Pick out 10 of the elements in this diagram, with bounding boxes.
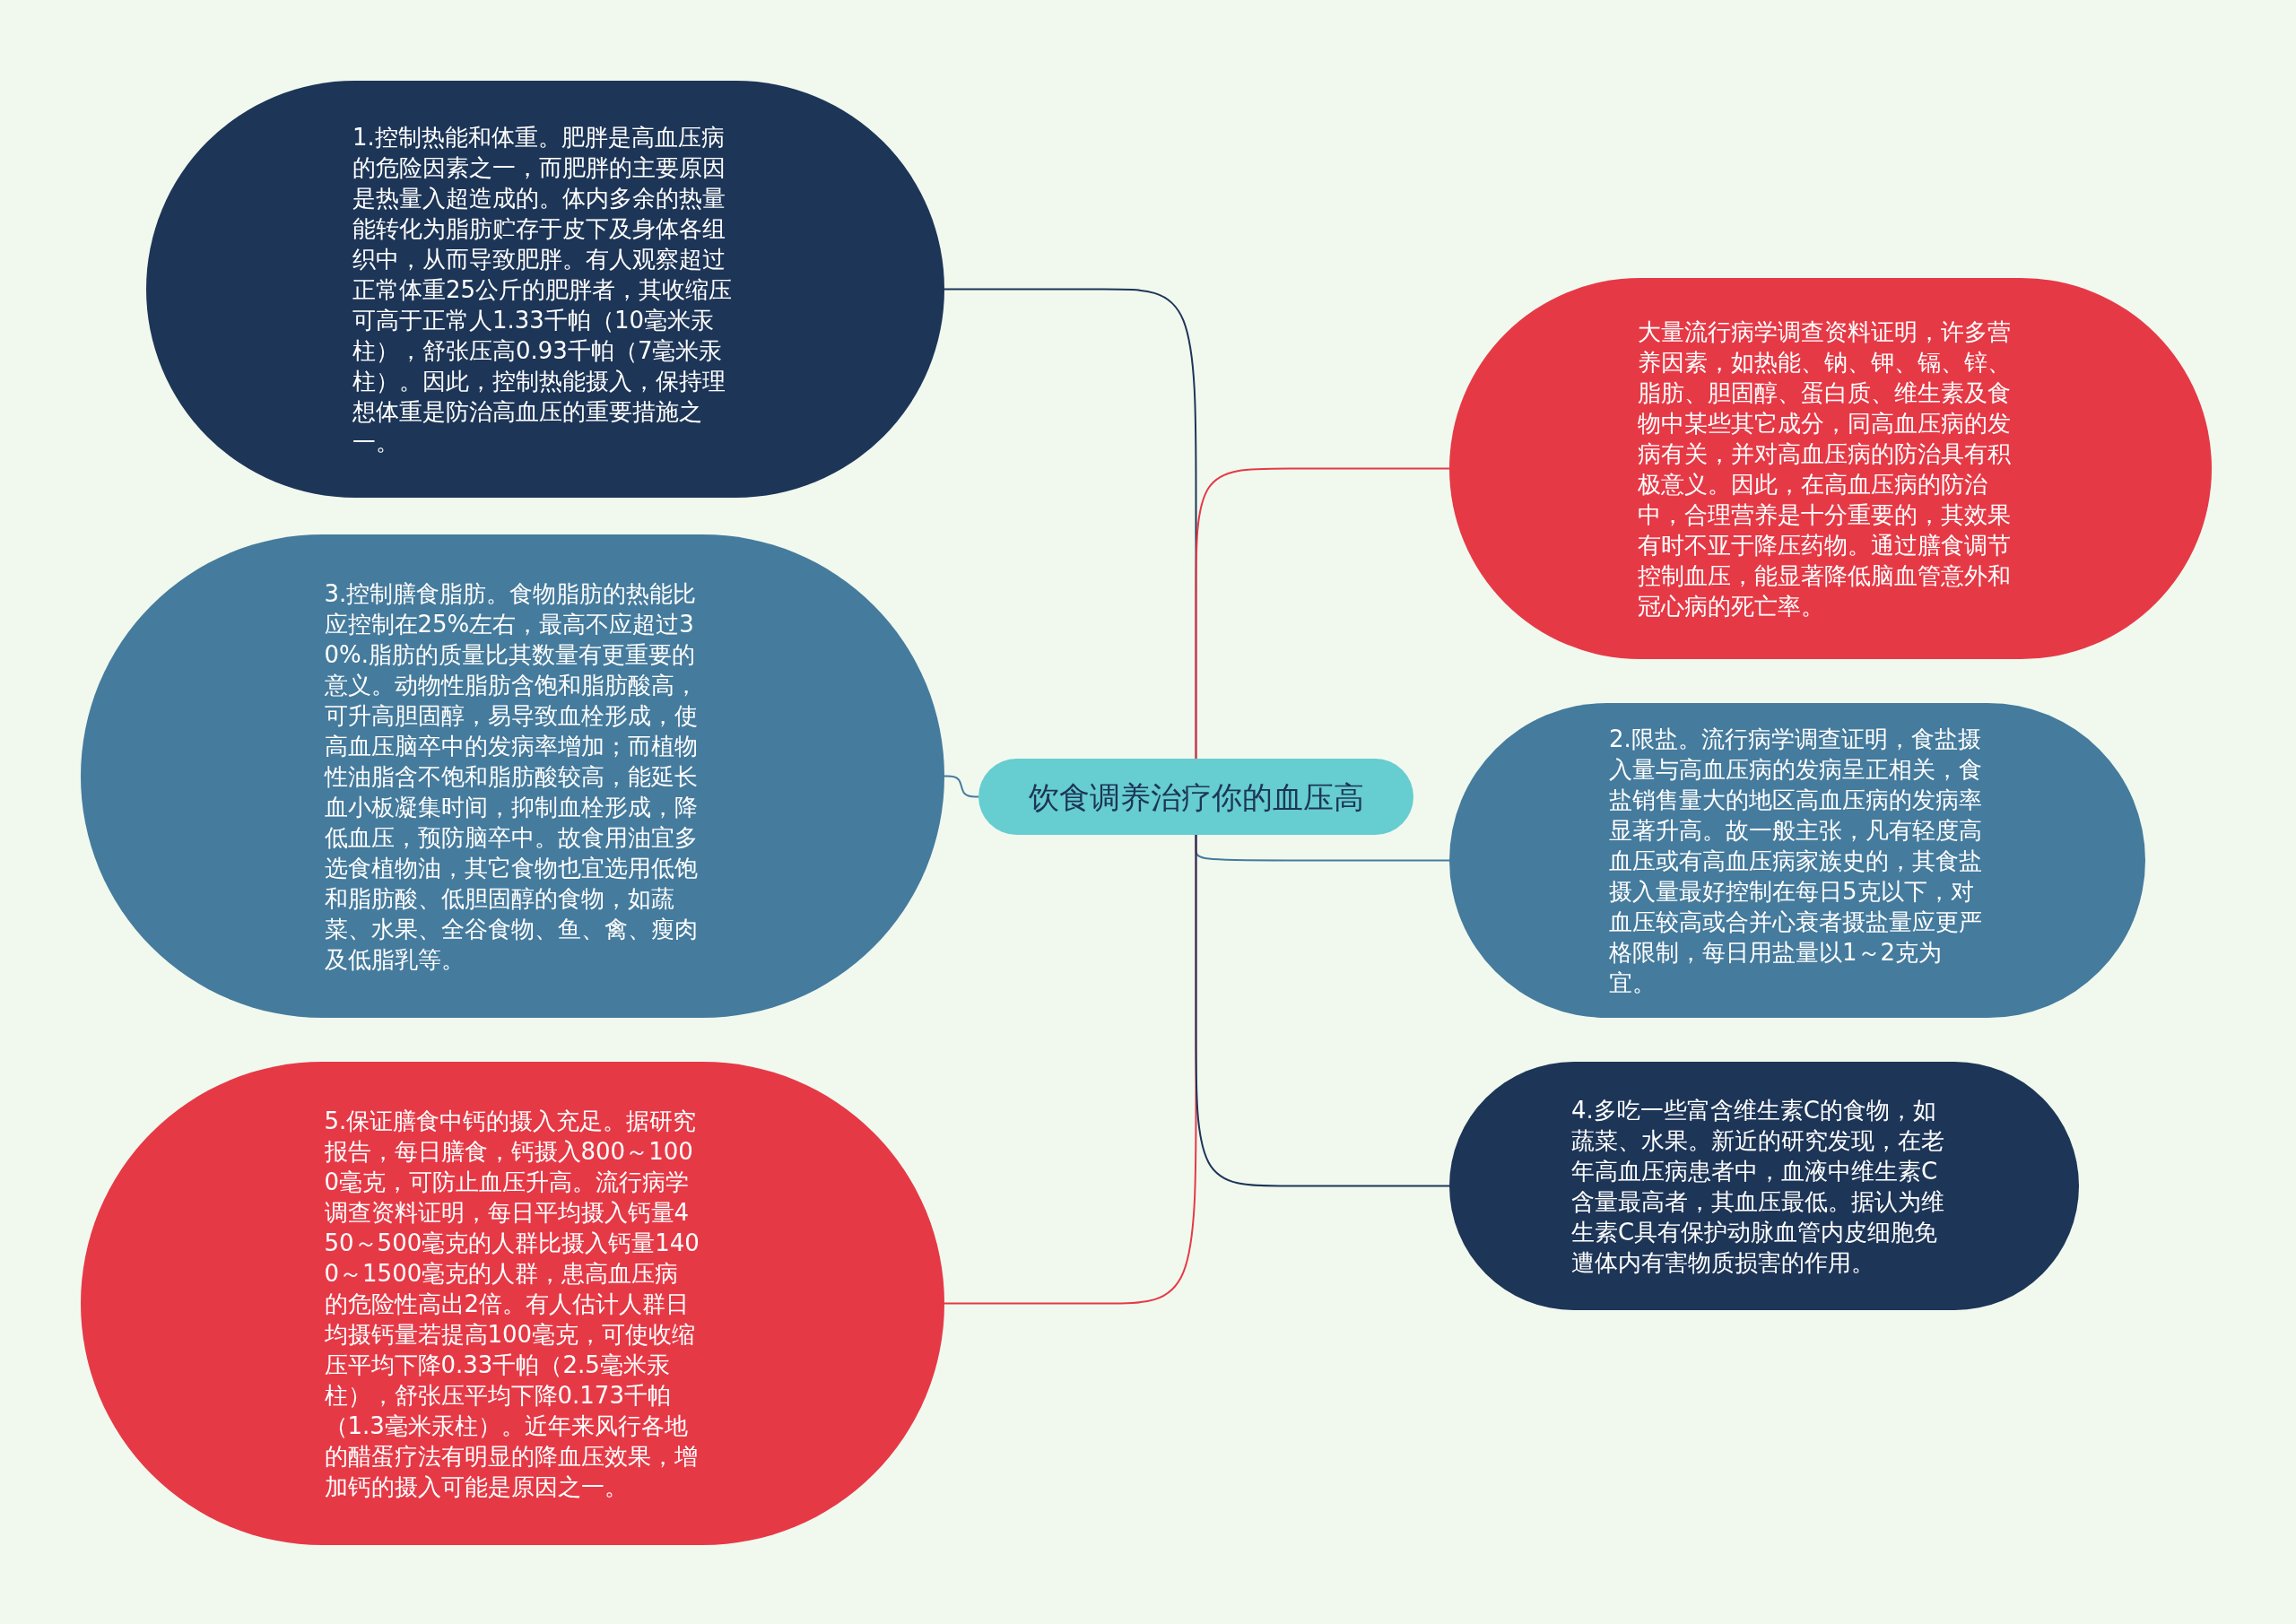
connector-line xyxy=(944,775,979,798)
connector-line xyxy=(1195,834,1450,1187)
topic-text: 3.控制膳食脂肪。食物脂肪的热能比应控制在25%左右，最高不应超过30%.脂肪的质量比其数量有更重要的意义。动物性脂肪含饱和脂肪酸高，可升高胆固醇，易导致血栓形成，使高血压脑卒中的发病率增加；而植物性油脂含不饱和脂肪酸较高，能延长血小板凝集时间，抑制血栓形成，降低血压，预防脑卒中。故食用油宜多选食植物油，其它食物也宜选用低饱和脂肪酸、低胆固醇的食物，如蔬菜、水果、全谷食物、鱼、禽、瘦肉及低脂乳等。 xyxy=(324,578,699,975)
topic-text: 5.保证膳食中钙的摄入充足。据研究报告，每日膳食，钙摄入800～1000毫克，可防止血压升高。流行病学调查资料证明，每日平均摄入钙量450～500毫克的人群比摄入钙量1400～1500毫克的人群，患高血压病的危险性高出2倍。有人估计人群日均摄钙量若提高100毫克，可使收缩压平均下降0.33千帕（2.5毫米汞柱），舒张压平均下降0.173千帕（1.3毫米汞柱）。近年来风行各地的醋蛋疗法有明显的降血压效果，增加钙的摄入可能是原因之一。 xyxy=(324,1106,700,1502)
topic-text: 4.多吃一些富含维生素C的食物，如蔬菜、水果。新近的研究发现，在老年高血压病患者中，血液中维生素C含量最高者，其血压最低。据认为维生素C具有保护动脉血管内皮细胞免遭体内有害物质损害的作用。 xyxy=(1571,1095,1945,1278)
topic-text: 大量流行病学调查资料证明，许多营养因素，如热能、钠、钾、镉、锌、脂肪、胆固醇、蛋白质、维生素及食物中某些其它成分，同高血压病的发病有关，并对高血压病的防治具有积极意义。因此，在高血压病的防治中，合理营养是十分重要的，其效果有时不亚于降压药物。通过膳食调节控制血压，能显著降低脑血管意外和冠心病的死亡率。 xyxy=(1638,317,2012,621)
connector-line xyxy=(1195,467,1450,760)
topic-text: 1.控制热能和体重。肥胖是高血压病的危险因素之一，而肥胖的主要原因是热量入超造成的。体内多余的热量能转化为脂肪贮存于皮下及身体各组织中，从而导致肥胖。有人观察超过正常体重25公斤的肥胖者，其收缩压可高于正常人1.33千帕（10毫米汞柱），舒张压高0.93千帕（7毫米汞柱）。因此，控制热能摄入，保持理想体重是防治高血压的重要措施之一。 xyxy=(352,122,734,457)
topic-text: 2.限盐。流行病学调查证明，食盐摄入量与高血压病的发病呈正相关，食盐销售量大的地区高血压病的发病率显著升高。故一般主张，凡有轻度高血压或有高血压病家族史的，其食盐摄入量最好控制在每日5克以下，对血压较高或合并心衰者摄盐量应更严格限制，每日用盐量以1～2克为宜。 xyxy=(1609,724,1983,998)
topic-text: 饮食调养治疗你的血压高 xyxy=(1028,778,1364,815)
